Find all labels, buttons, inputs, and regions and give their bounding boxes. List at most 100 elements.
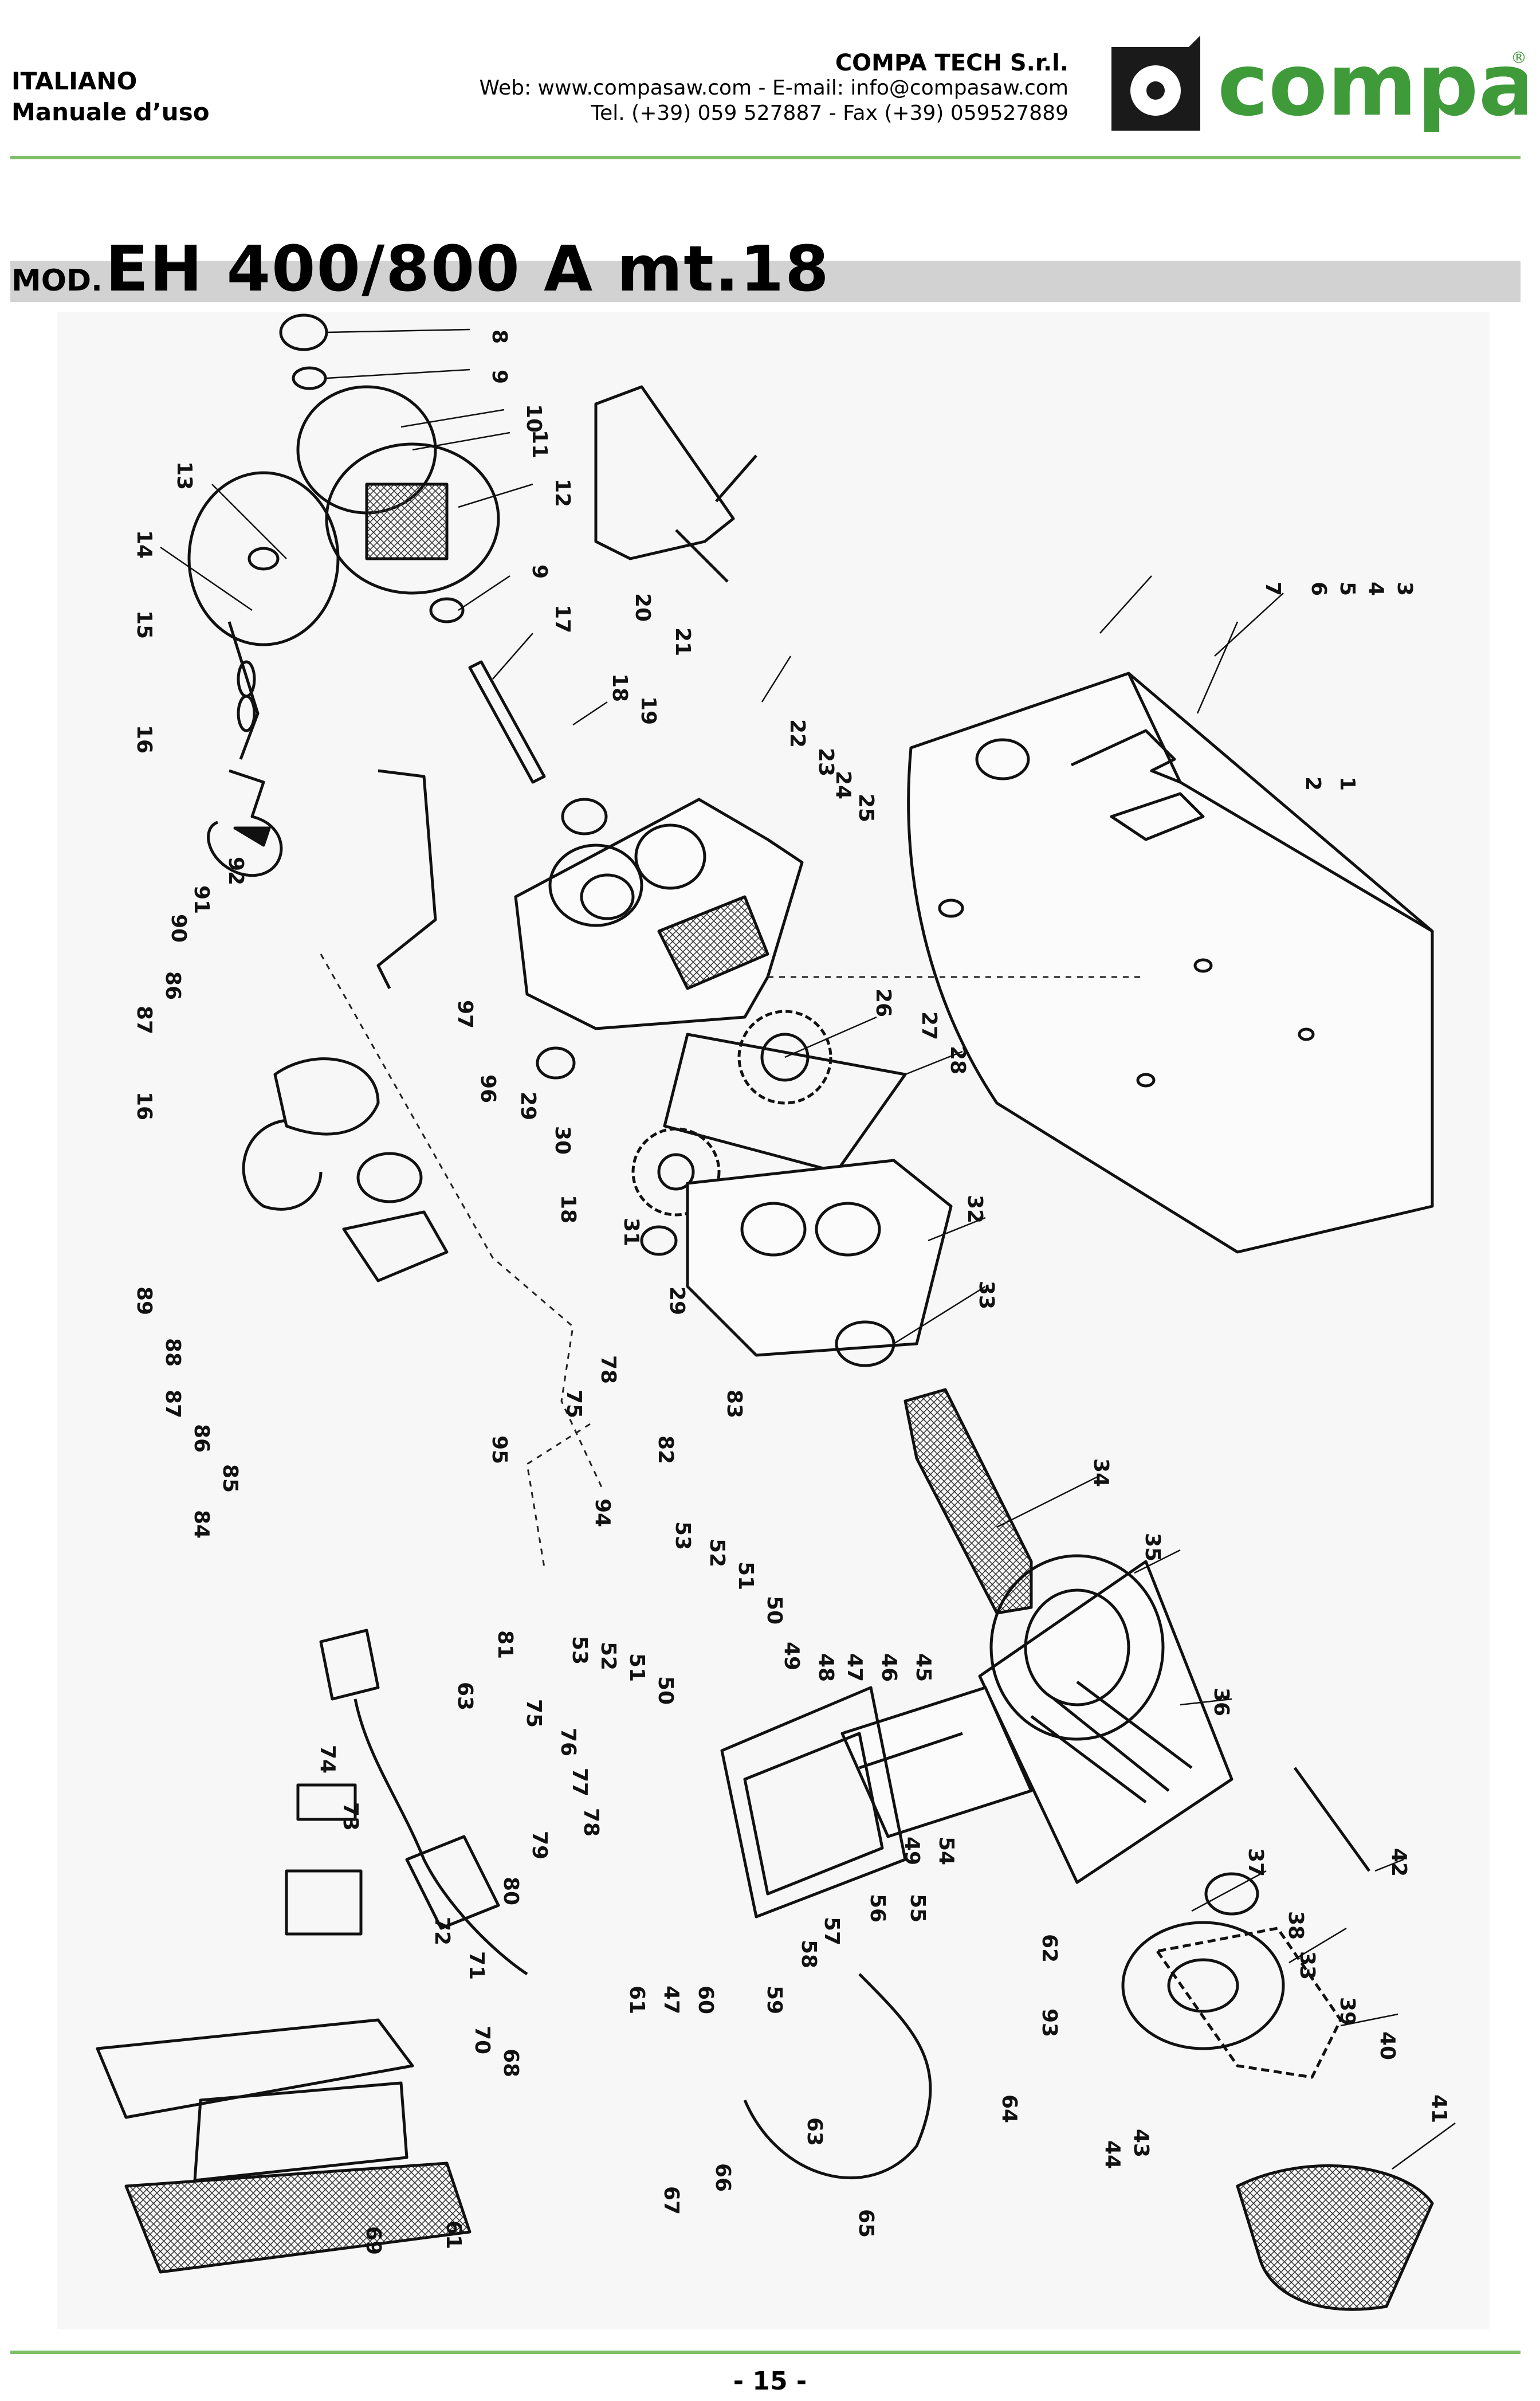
callout-86b: 86 (161, 971, 184, 1000)
logo-wordmark: compa (1217, 36, 1527, 132)
callout-26: 26 (871, 988, 895, 1017)
callout-68: 68 (499, 2049, 522, 2077)
company-name: COMPA TECH S.r.l. (835, 50, 1068, 76)
gearbox-housing (514, 798, 804, 1030)
callout-41: 41 (1427, 2094, 1451, 2123)
drum-shaft (468, 660, 546, 784)
callout-51: 51 (734, 1562, 757, 1590)
callout-71: 71 (465, 1951, 488, 1980)
callout-62: 62 (1038, 1934, 1061, 1963)
callout-63b: 63 (453, 1682, 477, 1710)
callout-42: 42 (1387, 1848, 1411, 1877)
title-prefix: MOD. (11, 264, 103, 298)
page-title: MOD. EH 400/800 A mt.18 (11, 232, 830, 305)
callout-38: 38 (1284, 1911, 1307, 1940)
motor-stator (978, 1554, 1233, 1884)
switch-box (720, 1686, 1033, 1919)
callout-24: 24 (831, 771, 855, 799)
callout-28: 28 (946, 1046, 969, 1074)
callout-87: 87 (161, 1390, 184, 1418)
manual-label: Manuale d’uso (11, 98, 210, 126)
callout-12: 12 (551, 478, 574, 507)
callout-60: 60 (694, 1986, 717, 2014)
callout-14: 14 (132, 530, 156, 559)
callout-leaders (160, 328, 1456, 2170)
title-bar (10, 261, 1521, 302)
callout-34: 34 (1089, 1458, 1113, 1487)
callout-91: 91 (190, 885, 213, 914)
callout-58: 58 (797, 1940, 820, 1968)
callout-31: 31 (619, 1218, 643, 1246)
callout-56: 56 (866, 1894, 889, 1923)
callout-90: 90 (167, 914, 190, 943)
callout-1: 1 (1335, 776, 1359, 791)
registered-mark: ® (1511, 48, 1527, 67)
callout-50b: 50 (654, 1676, 677, 1705)
push-button (405, 1835, 500, 1930)
callout-11: 11 (528, 430, 551, 458)
callout-86: 86 (190, 1424, 213, 1453)
rope-drum (187, 313, 500, 646)
callout-6: 6 (1307, 582, 1330, 596)
callout-83: 83 (722, 1390, 746, 1418)
callout-29: 29 (516, 1092, 540, 1120)
callout-37: 37 (1244, 1848, 1267, 1877)
callout-54: 54 (934, 1837, 958, 1865)
callout-73: 73 (339, 1802, 362, 1831)
callout-95: 95 (488, 1435, 511, 1464)
callout-72: 72 (430, 1917, 454, 1945)
callout-29b: 29 (665, 1286, 689, 1315)
callout-74: 74 (316, 1745, 339, 1774)
fan-guard (1236, 2164, 1434, 2311)
callout-18b: 18 (556, 1195, 580, 1223)
callout-93: 93 (1038, 2008, 1061, 2037)
callout-78b: 78 (596, 1355, 620, 1384)
callout-87b: 87 (132, 1006, 156, 1034)
callout-84: 84 (190, 1510, 213, 1539)
callout-61b: 61 (442, 2220, 465, 2249)
callout-9: 9 (488, 370, 511, 384)
callout-69: 69 (362, 2226, 385, 2255)
callout-35: 35 (1141, 1533, 1164, 1562)
long-screw (1293, 1767, 1371, 1872)
callout-80: 80 (499, 1877, 522, 1905)
callout-51b: 51 (625, 1653, 649, 1682)
company-contact: COMPA TECH S.r.l. Web: www.compasaw.com … (479, 50, 1068, 126)
callout-67: 67 (659, 2186, 683, 2215)
callout-78: 78 (579, 1808, 603, 1837)
top-hook (207, 621, 283, 877)
callout-16: 16 (132, 725, 156, 754)
callout-33: 33 (975, 1281, 998, 1309)
callout-7: 7 (1261, 582, 1284, 596)
relay-block (285, 1869, 363, 1936)
callout-96: 96 (476, 1074, 500, 1103)
callout-9b: 9 (528, 564, 551, 579)
callout-47b: 47 (659, 1986, 683, 2014)
callout-50: 50 (763, 1596, 786, 1625)
callout-82: 82 (654, 1435, 677, 1464)
callout-45: 45 (912, 1653, 935, 1682)
callout-66: 66 (711, 2163, 734, 2192)
callout-43: 43 (1129, 2129, 1153, 2157)
language-label: ITALIANO (11, 67, 138, 95)
callout-10: 10 (522, 404, 545, 433)
pendant-control (96, 2018, 472, 2274)
callout-53b: 53 (568, 1636, 591, 1665)
callout-22: 22 (785, 719, 809, 748)
crank-handle (376, 769, 437, 990)
callout-36: 36 (1209, 1688, 1233, 1716)
callout-64: 64 (997, 2094, 1021, 2123)
callout-30: 30 (551, 1126, 574, 1155)
alignment-lines (320, 954, 1146, 1568)
callout-19: 19 (637, 696, 660, 725)
callout-75b: 75 (562, 1390, 586, 1418)
callout-49b: 49 (900, 1837, 924, 1865)
callout-47: 47 (843, 1653, 866, 1682)
header-rule (10, 156, 1521, 159)
callout-76: 76 (556, 1728, 580, 1756)
model-name: EH 400/800 A mt.18 (105, 232, 830, 305)
callout-53: 53 (671, 1521, 694, 1550)
callout-89: 89 (132, 1286, 156, 1315)
web-email-line: Web: www.compasaw.com - E-mail: info@com… (479, 76, 1068, 100)
callout-94: 94 (591, 1498, 614, 1527)
